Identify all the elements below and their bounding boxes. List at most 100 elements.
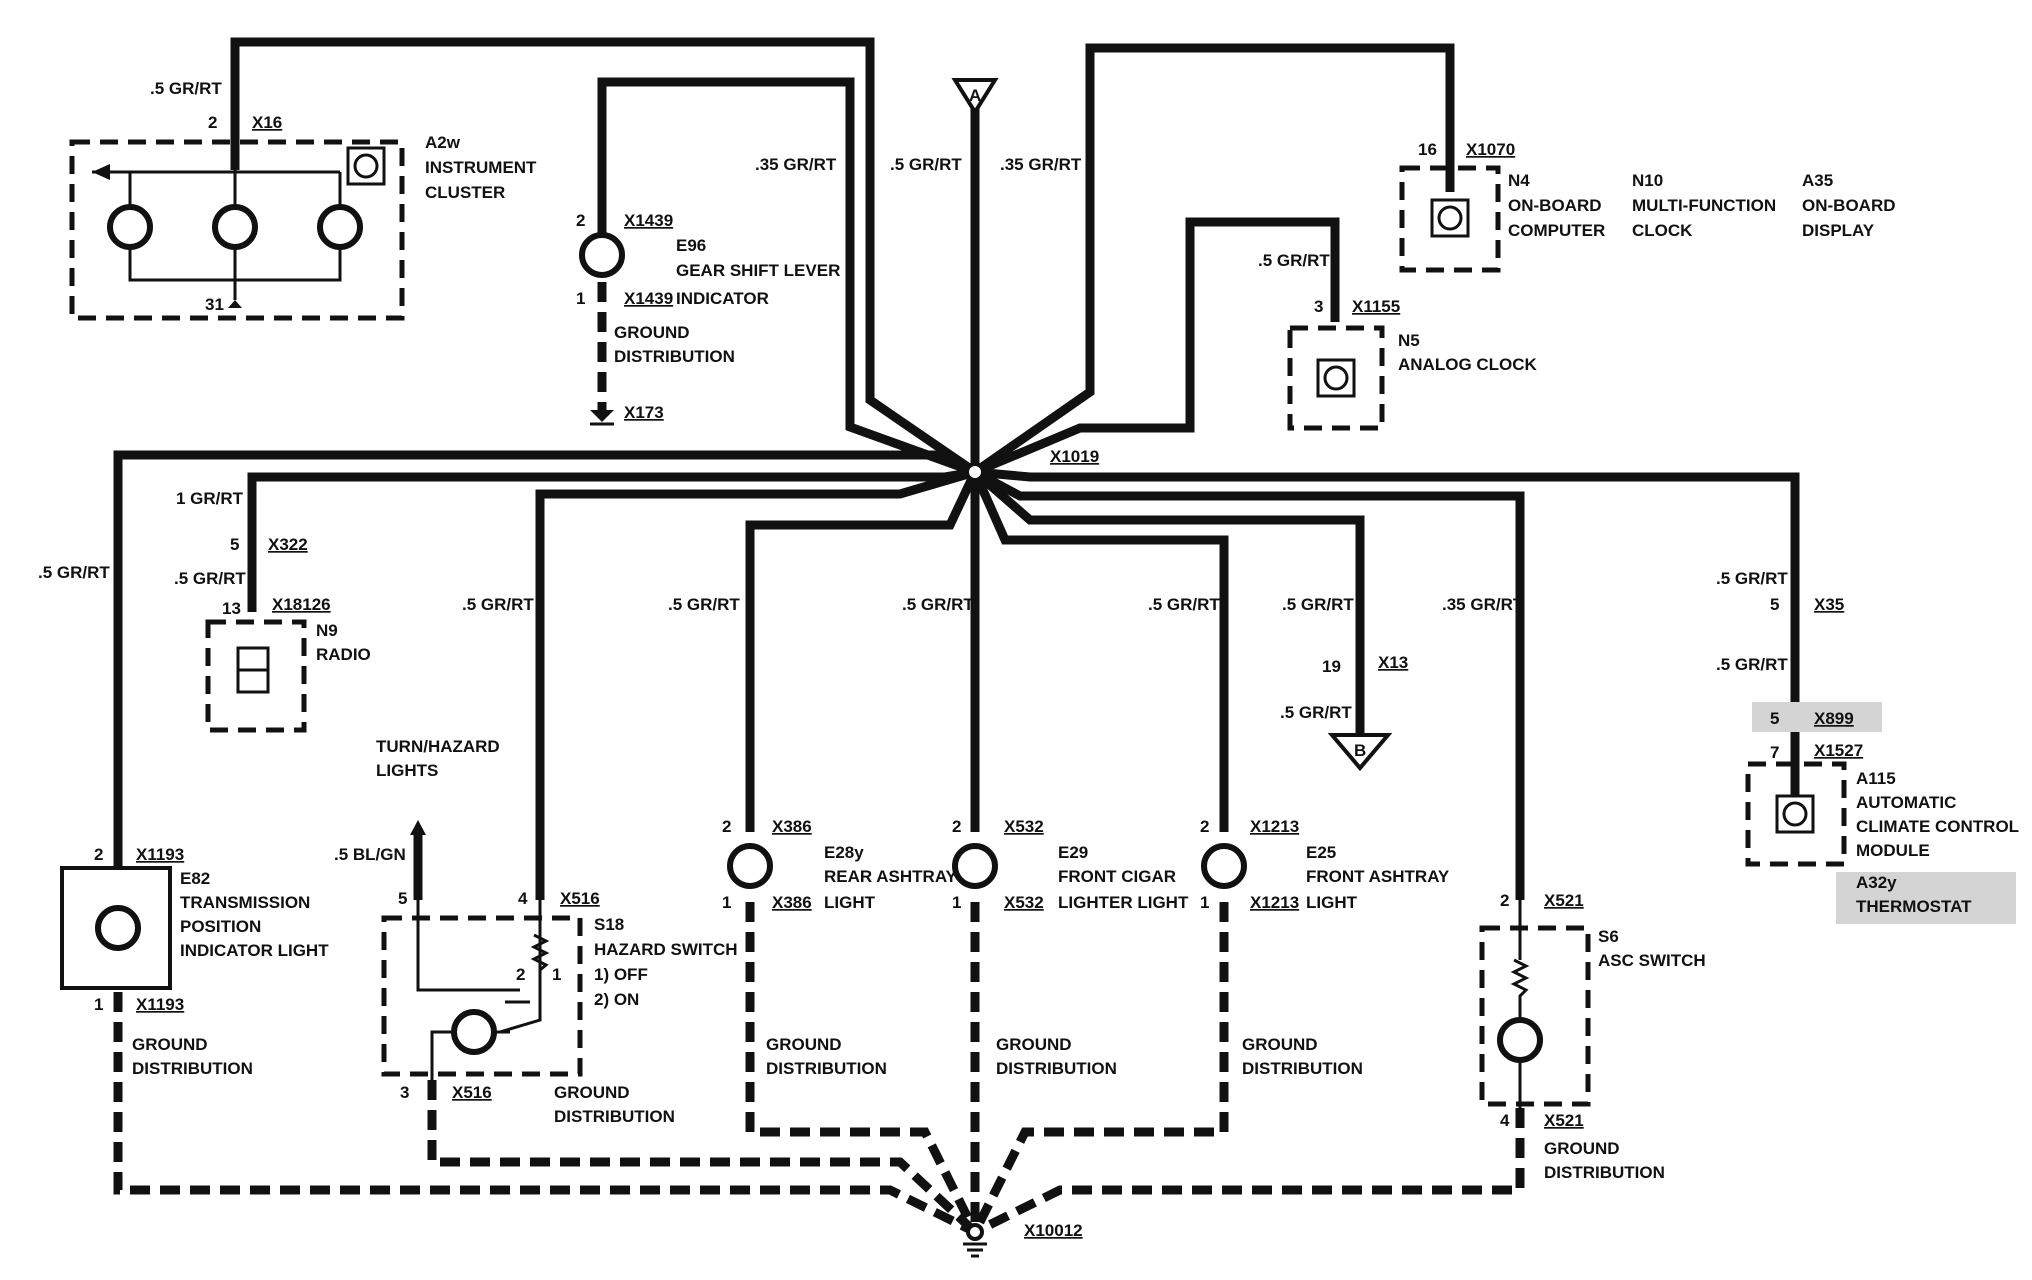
n9-code: N9 <box>316 621 338 640</box>
cluster-lamp-1-icon <box>107 204 153 250</box>
n4-connector: X1070 <box>1466 140 1515 159</box>
e25-line1: FRONT ASHTRAY <box>1306 867 1450 886</box>
a2w-code: A2w <box>425 133 461 152</box>
a32y-line1: THERMOSTAT <box>1856 897 1972 916</box>
e82-ground-2: DISTRIBUTION <box>132 1059 253 1078</box>
a115-wire-a: .5 GR/RT <box>1716 569 1788 588</box>
a2w-instrument-cluster <box>69 139 405 321</box>
e96-line1: GEAR SHIFT LEVER <box>676 261 840 280</box>
a2w-line2: CLUSTER <box>425 183 505 202</box>
s6-asc-switch <box>1479 900 1591 1108</box>
s18-switch-pos-1: 1 <box>552 965 561 984</box>
e29-lamp-icon <box>952 843 998 889</box>
s6-ground-1: GROUND <box>1544 1139 1620 1158</box>
b-wire-b: .5 GR/RT <box>1280 703 1352 722</box>
cluster-lamp-2-icon <box>212 204 258 250</box>
a32y-code: A32y <box>1856 873 1897 892</box>
e29-line2: LIGHTER LIGHT <box>1058 893 1189 912</box>
n5-connector: X1155 <box>1352 297 1400 316</box>
cluster-lamp-3-icon <box>317 204 363 250</box>
e25-connector-top: X1213 <box>1250 817 1299 836</box>
e29-pin-top: 2 <box>952 817 961 836</box>
e82-wire-label: .5 GR/RT <box>38 563 110 582</box>
a115-pin-b: 5 <box>1770 709 1779 728</box>
e96-pin-bot: 1 <box>576 289 585 308</box>
a32y-highlight <box>1836 872 2016 924</box>
a115-line2: CLIMATE CONTROL <box>1856 817 2019 836</box>
a2w-connector: X16 <box>252 113 282 132</box>
e25-connector-bot: X1213 <box>1250 893 1299 912</box>
connector-b-label: B <box>1354 741 1366 760</box>
s18-pin-out: 4 <box>518 889 528 908</box>
e28y-connector-top: X386 <box>772 817 812 836</box>
e25-pin-bot: 1 <box>1200 893 1209 912</box>
s18-hazard-switch <box>381 820 583 1080</box>
s18-code: S18 <box>594 915 624 934</box>
s6-ground-2: DISTRIBUTION <box>1544 1163 1665 1182</box>
a115-climate-control-module <box>1745 761 1847 867</box>
a115-pin-a: 5 <box>1770 595 1779 614</box>
n5-line1: ANALOG CLOCK <box>1398 355 1538 374</box>
b-pin: 19 <box>1322 657 1341 676</box>
e96-ground-2: DISTRIBUTION <box>614 347 735 366</box>
e28y-pin-top: 2 <box>722 817 731 836</box>
s18-line1: HAZARD SWITCH <box>594 940 738 959</box>
e82-line1: TRANSMISSION <box>180 893 310 912</box>
s18-turn-1: TURN/HAZARD <box>376 737 500 756</box>
e96-ground-connector: X173 <box>624 403 664 422</box>
e82-pin-top: 2 <box>94 845 103 864</box>
s18-connector: X516 <box>560 889 600 908</box>
connector-a-triangle <box>951 78 999 116</box>
n9-pin-b: 13 <box>222 599 241 618</box>
s18-bl-wire: .5 BL/GN <box>334 845 406 864</box>
e29-line1: FRONT CIGAR <box>1058 867 1176 886</box>
s18-wire-label: .5 GR/RT <box>462 595 534 614</box>
a115-connector-b: X899 <box>1814 709 1854 728</box>
e29-ground-1: GROUND <box>996 1035 1072 1054</box>
n5-code: N5 <box>1398 331 1420 350</box>
a35-line2: DISPLAY <box>1802 221 1875 240</box>
e96-lamp-icon <box>579 232 625 278</box>
n4-line2: COMPUTER <box>1508 221 1605 240</box>
e28y-pin-bot: 1 <box>722 893 731 912</box>
solid-wires <box>113 37 1800 900</box>
s6-wire-label: .35 GR/RT <box>1442 595 1524 614</box>
n10-line2: CLOCK <box>1632 221 1693 240</box>
b-wire-a: .5 GR/RT <box>1282 595 1354 614</box>
e96-connector-top: X1439 <box>624 211 673 230</box>
e29-pin-bot: 1 <box>952 893 961 912</box>
e96-code: E96 <box>676 236 706 255</box>
e25-ground-2: DISTRIBUTION <box>1242 1059 1363 1078</box>
e82-line3: INDICATOR LIGHT <box>180 941 329 960</box>
e82-connector-bot: X1193 <box>136 995 184 1014</box>
e96-pin-top: 2 <box>576 211 585 230</box>
n4-line1: ON-BOARD <box>1508 196 1602 215</box>
e82-ground-1: GROUND <box>132 1035 208 1054</box>
s18-turn-2: LIGHTS <box>376 761 438 780</box>
e29-code: E29 <box>1058 843 1088 862</box>
s6-lamp-icon <box>1497 1017 1543 1063</box>
e25-code: E25 <box>1306 843 1336 862</box>
connector-b-triangle <box>1327 733 1393 772</box>
n4-onboard-computer <box>1399 165 1501 273</box>
e96-wire-label: .35 GR/RT <box>755 155 837 174</box>
e29-connector-bot: X532 <box>1004 893 1044 912</box>
e28y-code: E28y <box>824 843 864 862</box>
a2w-wire-label: .5 GR/RT <box>150 79 222 98</box>
a115-module-icon <box>1775 794 1815 834</box>
s18-ground-2: DISTRIBUTION <box>554 1107 675 1126</box>
e29-wire-label: .5 GR/RT <box>902 595 974 614</box>
n9-wire-b: .5 GR/RT <box>174 569 246 588</box>
a115-line3: MODULE <box>1856 841 1930 860</box>
s18-ground-1: GROUND <box>554 1083 630 1102</box>
n4-code: N4 <box>1508 171 1530 190</box>
a2w-line1: INSTRUMENT <box>425 158 537 177</box>
e82-line2: POSITION <box>180 917 261 936</box>
a2w-pin: 2 <box>208 113 217 132</box>
e82-pin-bot: 1 <box>94 995 103 1014</box>
a115-wire-b: .5 GR/RT <box>1716 655 1788 674</box>
e28y-wire-label: .5 GR/RT <box>668 595 740 614</box>
n9-radio <box>205 619 307 733</box>
a115-code: A115 <box>1856 769 1896 788</box>
